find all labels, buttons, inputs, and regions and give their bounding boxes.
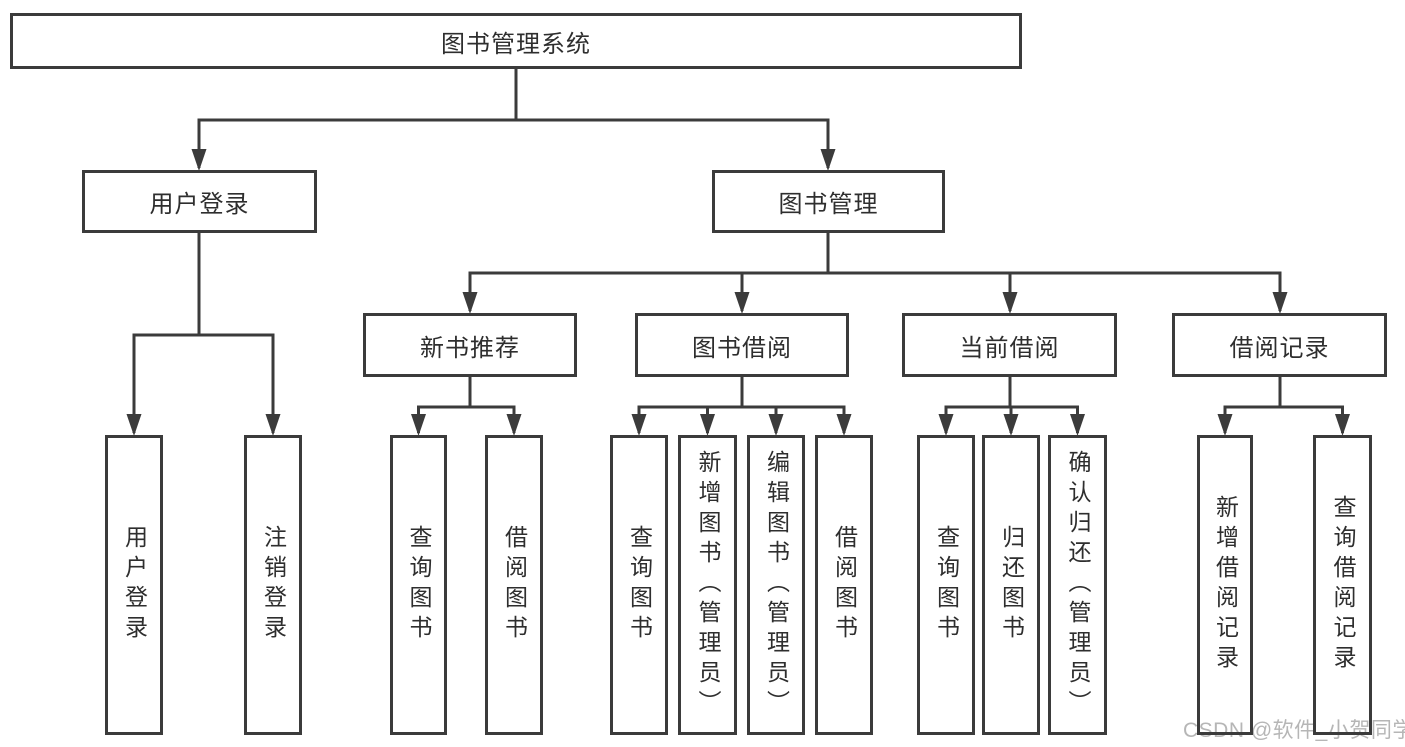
connector-lines bbox=[132, 69, 1344, 433]
node-label: 确认归还（管理员） bbox=[1065, 450, 1091, 720]
node-label: 归还图书 bbox=[998, 525, 1025, 645]
node-label: 借阅记录 bbox=[1229, 334, 1330, 362]
leaf-borrow-books-recommend: 借阅图书 bbox=[485, 435, 543, 735]
leaf-edit-books-admin: 编辑图书（管理员） bbox=[747, 435, 805, 735]
node-label: 借阅图书 bbox=[831, 525, 858, 645]
node-label: 新书推荐 bbox=[420, 334, 520, 362]
node-new-book-recommendation: 新书推荐 bbox=[363, 313, 577, 377]
leaf-borrow-books-borrowing: 借阅图书 bbox=[815, 435, 873, 735]
node-label: 查询借阅记录 bbox=[1330, 495, 1356, 675]
leaf-confirm-return-admin: 确认归还（管理员） bbox=[1048, 435, 1107, 735]
node-label: 借阅图书 bbox=[501, 525, 528, 645]
node-label: 新增借阅记录 bbox=[1212, 495, 1239, 675]
node-label: 查询图书 bbox=[406, 525, 432, 645]
leaf-query-borrow-record: 查询借阅记录 bbox=[1313, 435, 1372, 735]
leaf-query-books-recommend: 查询图书 bbox=[390, 435, 447, 735]
leaf-query-books-current: 查询图书 bbox=[917, 435, 975, 735]
node-label: 用户登录 bbox=[149, 191, 250, 218]
node-label: 编辑图书（管理员） bbox=[763, 450, 790, 720]
node-library-management-system: 图书管理系统 bbox=[10, 13, 1022, 69]
leaf-return-books: 归还图书 bbox=[982, 435, 1040, 735]
node-book-management-module: 图书管理 bbox=[712, 170, 945, 233]
node-label: 查询图书 bbox=[626, 525, 653, 645]
node-label: 当前借阅 bbox=[959, 334, 1060, 362]
leaf-logout: 注销登录 bbox=[244, 435, 302, 735]
leaf-user-login: 用户登录 bbox=[105, 435, 163, 735]
node-current-borrowing: 当前借阅 bbox=[902, 313, 1117, 377]
node-user-login-module: 用户登录 bbox=[82, 170, 317, 233]
csdn-watermark: CSDN @软件_小贺同学 bbox=[1183, 719, 1405, 742]
node-book-borrowing: 图书借阅 bbox=[635, 313, 849, 377]
node-label: 新增图书（管理员） bbox=[695, 450, 721, 720]
leaf-add-borrow-record: 新增借阅记录 bbox=[1197, 435, 1253, 735]
leaf-query-books-borrowing: 查询图书 bbox=[610, 435, 668, 735]
leaf-add-books-admin: 新增图书（管理员） bbox=[678, 435, 737, 735]
node-label: 图书管理系统 bbox=[441, 30, 591, 58]
node-label: 图书管理 bbox=[778, 191, 879, 218]
node-label: 用户登录 bbox=[121, 525, 148, 645]
node-label: 图书借阅 bbox=[692, 334, 792, 362]
node-label: 查询图书 bbox=[933, 525, 960, 645]
node-label: 注销登录 bbox=[260, 525, 287, 645]
node-borrowing-records: 借阅记录 bbox=[1172, 313, 1387, 377]
arrowheads bbox=[126, 149, 1350, 436]
